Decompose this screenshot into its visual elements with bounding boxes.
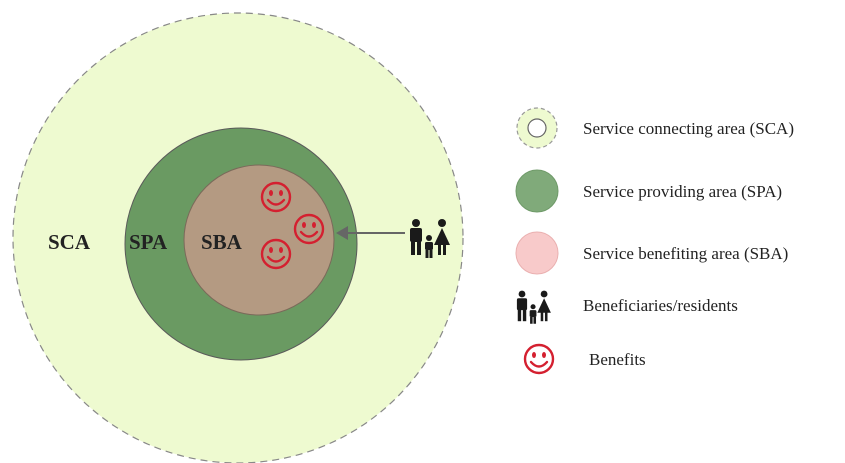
legend-item-sba: Service benefiting area (SBA)	[515, 231, 788, 275]
sca-label: SCA	[48, 230, 91, 254]
spa-label: SPA	[129, 230, 168, 254]
legend-item-spa: Service providing area (SPA)	[515, 169, 782, 213]
sba-zone-circle	[183, 164, 335, 316]
legend-text-benefits: Benefits	[589, 350, 646, 369]
legend-item-benefits: Benefits	[523, 343, 646, 375]
green-circle-icon	[515, 169, 559, 213]
legend-item-residents: Beneficiaries/residents	[516, 290, 738, 324]
pink-circle-icon	[515, 231, 559, 275]
legend-item-sca: Service connecting area (SCA)	[516, 107, 794, 149]
legend-text-sca: Service connecting area (SCA)	[583, 119, 794, 138]
family-icon	[516, 290, 551, 324]
smiley-icon	[523, 343, 555, 375]
legend-text-sba: Service benefiting area (SBA)	[583, 244, 788, 263]
legend: Service connecting area (SCA) Service pr…	[515, 107, 794, 375]
legend-text-residents: Beneficiaries/residents	[583, 296, 738, 315]
legend-text-spa: Service providing area (SPA)	[583, 182, 782, 201]
sba-label: SBA	[201, 230, 243, 254]
dashed-ring-inner-icon	[527, 118, 547, 138]
flow-arrow	[336, 226, 405, 240]
